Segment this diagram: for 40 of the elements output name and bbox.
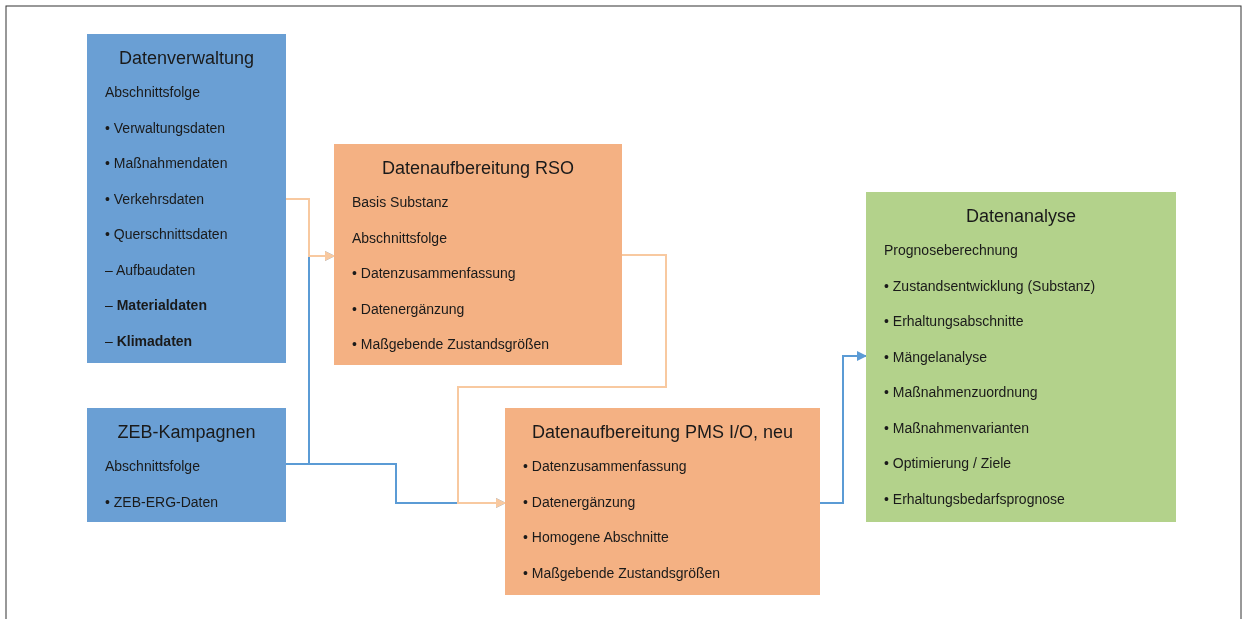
box-title: Datenverwaltung: [118, 47, 255, 70]
list-item: Abschnittsfolge: [105, 83, 200, 102]
list-item: • Datenergänzung: [523, 492, 636, 512]
list-item: • Datenergänzung: [352, 299, 465, 319]
list-item: Abschnittsfolge: [352, 228, 447, 248]
list-item: • Maßnahmenvarianten: [884, 418, 1029, 438]
list-item: • Maßnahmenzuordnung: [884, 383, 1038, 402]
arrow: [285, 198, 335, 261]
box-title: Datenaufbereitung PMS I/O, neu: [531, 421, 794, 444]
process-box: [866, 192, 1176, 522]
box-title: Datenanalyse: [965, 205, 1077, 228]
list-item: • Datenzusammenfassung: [352, 264, 516, 283]
list-item: • Datenzusammenfassung: [523, 457, 687, 476]
list-item: – Materialdaten: [105, 296, 207, 315]
list-item: – Klimadaten: [105, 331, 193, 351]
list-item: • Verwaltungsdaten: [105, 118, 226, 138]
list-item: • ZEB-ERG-Daten: [105, 492, 219, 512]
process-box: [87, 408, 286, 522]
list-item: • Maßgebende Zustandsgrößen: [352, 335, 550, 354]
list-item: • Querschnittsdaten: [105, 225, 228, 244]
list-item: • Mängelanalyse: [884, 347, 987, 367]
process-box: [505, 408, 820, 595]
box-title: ZEB-Kampagnen: [117, 421, 256, 444]
process-box: [334, 144, 622, 365]
list-item: • Maßnahmendaten: [105, 154, 228, 173]
list-item: • Maßgebende Zustandsgrößen: [523, 563, 721, 583]
arrow: [819, 351, 867, 504]
list-item: • Homogene Abschnitte: [523, 528, 669, 547]
list-item: • Erhaltungsabschnitte: [884, 312, 1024, 331]
list-item: Basis Substanz: [352, 193, 449, 212]
list-item: • Erhaltungsbedarfsprognose: [884, 489, 1065, 509]
process-box: [87, 34, 286, 363]
list-item: • Optimierung / Ziele: [884, 454, 1012, 473]
list-item: Abschnittsfolge: [105, 457, 200, 476]
list-item: • Verkehrsdaten: [105, 189, 205, 209]
list-item: Prognoseberechnung: [884, 241, 1018, 260]
arrow: [457, 254, 667, 508]
list-item: – Aufbaudaten: [105, 260, 196, 280]
list-item: • Zustandsentwicklung (Substanz): [884, 276, 1096, 296]
box-title: Datenaufbereitung RSO: [381, 157, 575, 180]
